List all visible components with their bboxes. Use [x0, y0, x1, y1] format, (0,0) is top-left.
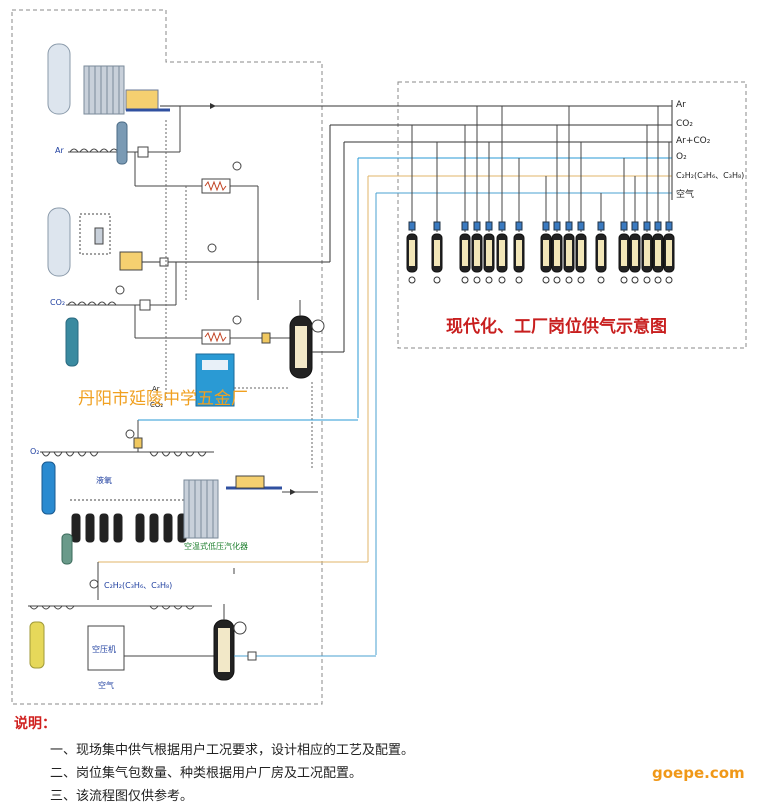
ar-storage-section [47, 43, 259, 300]
panel-ar-label: Ar [152, 385, 160, 393]
workstation-manifold [540, 221, 552, 284]
workstation-manifold [551, 221, 563, 284]
workstation-manifold [575, 221, 587, 284]
gas-line-label: CO₂ [676, 119, 693, 129]
panel-co2-label: CO₂ [150, 401, 164, 409]
co2-label: CO₂ [50, 298, 66, 307]
workstation-manifold [652, 221, 664, 284]
ar-label: Ar [55, 146, 64, 155]
control-lines [165, 120, 313, 470]
c2h2-section [28, 561, 368, 669]
supply-lines [160, 100, 673, 655]
workstation-manifold [496, 221, 508, 284]
diagram-title: 现代化、工厂岗位供气示意图 [446, 317, 667, 337]
note-item: 三、该流程图仅供参考。 [50, 789, 194, 804]
liquid-oxygen-label: 液氧 [96, 476, 112, 485]
workstation-manifold [629, 221, 641, 284]
workstation-manifold [406, 221, 418, 284]
gas-line-label: Ar [676, 100, 686, 110]
workstation-manifold [513, 221, 525, 284]
co2-storage-section [47, 207, 344, 407]
o2-section [40, 419, 358, 565]
process-area-boundary [11, 9, 323, 705]
gas-line-label: 空气 [676, 190, 695, 200]
acetylene-label: C₂H₂(C₃H₆、C₃H₈) [104, 581, 173, 590]
notes: 说明： 一、现场集中供气根据用户工况要求，设计相应的工艺及配置。 二、岗位集气包… [14, 713, 414, 808]
workstation-manifold [459, 221, 471, 284]
air-section [87, 604, 376, 681]
o2-label: O₂ [30, 447, 40, 456]
brand-logo: goepe.com [652, 764, 745, 782]
workstation-manifold [618, 221, 630, 284]
workstation-manifolds [406, 221, 675, 284]
workstation-manifold [595, 221, 607, 284]
air-label: 空气 [98, 681, 114, 690]
note-item: 二、岗位集气包数量、种类根据用户厂房及工况配置。 [50, 766, 363, 781]
compressor-label: 空压机 [92, 645, 116, 654]
workstation-manifold [483, 221, 495, 284]
watermark: 丹阳市延陵中学五金厂 [78, 389, 248, 409]
workstation-manifold [663, 221, 675, 284]
workstation-manifold [563, 221, 575, 284]
workstation-area-boundary [397, 81, 747, 349]
workstation-manifold [431, 221, 443, 284]
note-item: 一、现场集中供气根据用户工况要求，设计相应的工艺及配置。 [50, 743, 415, 758]
gas-line-label: O₂ [676, 152, 687, 162]
gas-line-label: Ar+CO₂ [676, 136, 711, 146]
notes-heading: 说明： [14, 716, 56, 732]
workstation-manifold [641, 221, 653, 284]
gas-line-label: C₂H₂(C₃H₆、C₃H₈) [676, 171, 745, 180]
vaporizer-label: 空温式低压汽化器 [184, 542, 248, 551]
workstation-manifold [471, 221, 483, 284]
